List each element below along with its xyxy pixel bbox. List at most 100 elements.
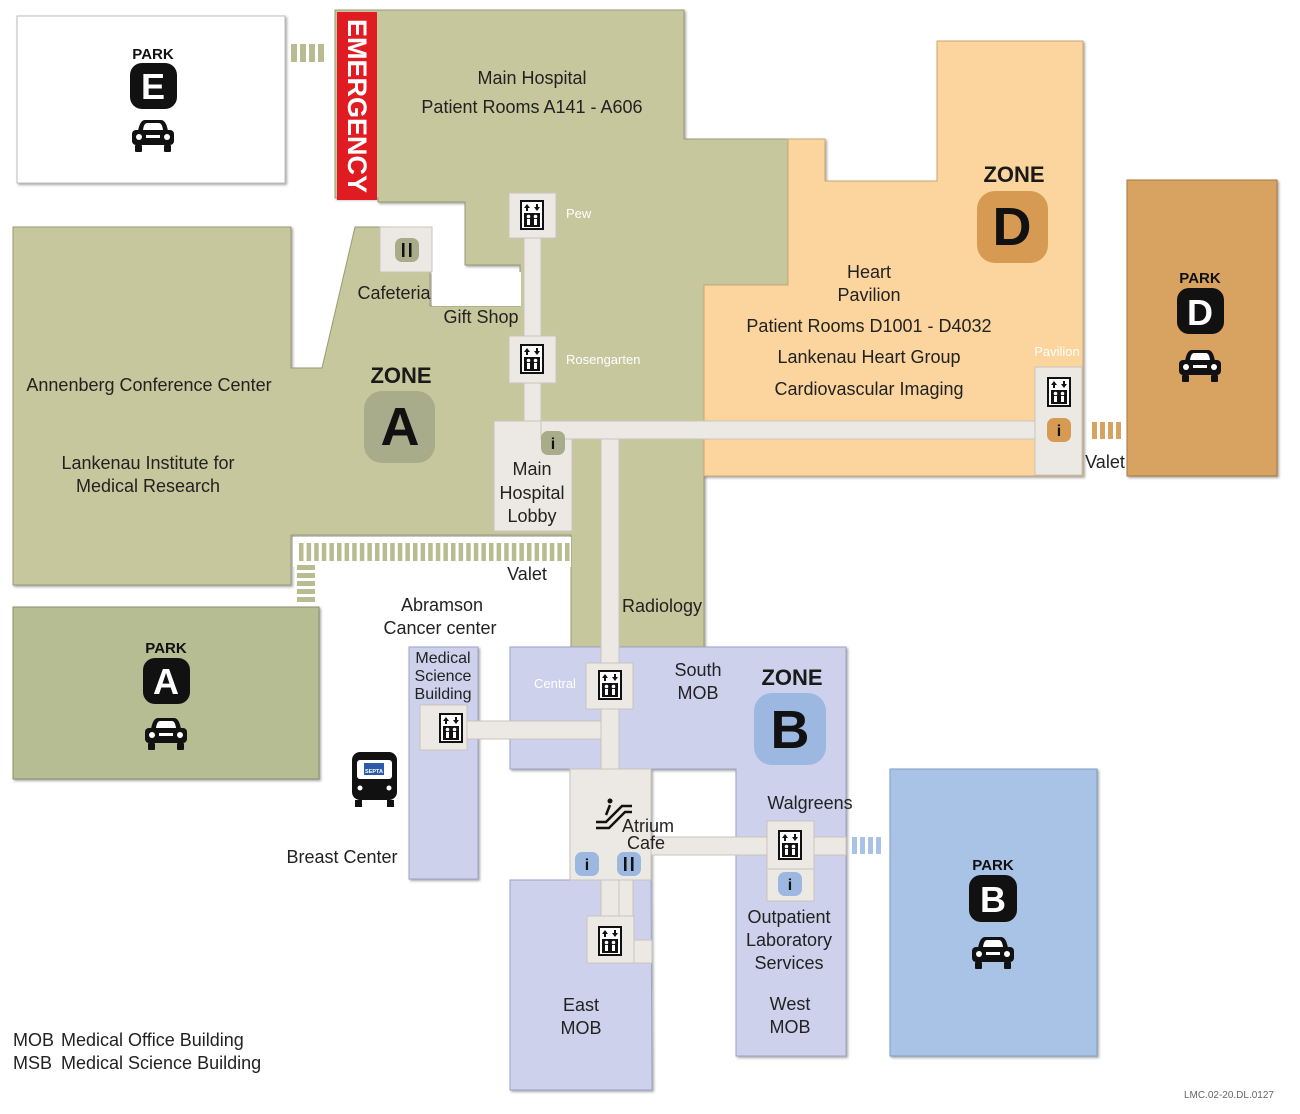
cafeteria-label: Cafeteria — [357, 283, 431, 303]
annenberg-label: Annenberg Conference Center — [26, 375, 271, 395]
map-labels: Main Hospital Patient Rooms A141 - A606 … — [26, 68, 1124, 1038]
parking-b[interactable]: PARK B — [889, 768, 1098, 1057]
walkway-stripe — [405, 543, 410, 561]
south-mob-line2: MOB — [677, 683, 718, 703]
food-icon[interactable] — [395, 238, 419, 262]
atrium-line2: Cafe — [627, 833, 665, 853]
parking-e[interactable]: PARK E — [16, 15, 286, 184]
east-mob-line2: MOB — [560, 1018, 601, 1038]
walkway-e — [291, 44, 324, 62]
parking-a[interactable]: PARK A — [12, 606, 320, 780]
walkway-stripe — [466, 543, 471, 561]
elevator-icon-east[interactable] — [598, 926, 622, 956]
emergency-entrance[interactable]: EMERGENCY — [337, 12, 377, 200]
heart-pavilion-line2: Pavilion — [837, 285, 900, 305]
bus-icon[interactable]: SEPTA — [352, 752, 397, 807]
emergency-label: EMERGENCY — [342, 19, 372, 193]
elevator-icon-msb[interactable] — [439, 713, 463, 743]
outpatient-line3: Services — [754, 953, 823, 973]
elevator-icon-pew[interactable] — [520, 200, 544, 230]
walkway-stripe — [519, 543, 524, 561]
breast-center-label: Breast Center — [286, 847, 397, 867]
park-d-letter: D — [1187, 292, 1213, 333]
walkway-stripe — [344, 543, 350, 561]
parking-d[interactable]: PARK D — [1126, 179, 1278, 477]
abramson-line1: Abramson — [401, 595, 483, 615]
walkway-stripe — [390, 543, 395, 561]
walkway-stripe — [481, 543, 486, 561]
msb-line3: Building — [415, 686, 472, 703]
food-icon[interactable] — [617, 852, 641, 876]
main-lobby-line1: Main — [512, 459, 551, 479]
outpatient-line2: Laboratory — [746, 930, 832, 950]
pavilion-label: Pavilion — [1034, 344, 1080, 359]
svg-text:i: i — [585, 857, 589, 874]
svg-text:i: i — [551, 436, 555, 453]
main-lobby-line2: Hospital — [499, 483, 564, 503]
walkway-stripe — [306, 543, 312, 561]
walkway-stripe — [458, 543, 464, 561]
elevator-icon-central[interactable] — [598, 670, 622, 700]
park-b-badge — [969, 875, 1017, 922]
walkway-stripe — [549, 543, 555, 561]
svg-text:i: i — [788, 877, 792, 894]
legend-text-mob: Medical Office Building — [61, 1030, 244, 1050]
patient-rooms-d-label: Patient Rooms D1001 - D4032 — [746, 316, 991, 336]
elevator-icon-rosengarten[interactable] — [520, 344, 544, 374]
walkway-stripe — [542, 543, 547, 561]
south-mob-line1: South — [674, 660, 721, 680]
walkway-stripe — [420, 543, 426, 561]
zone-b-marker: ZONE B — [754, 665, 826, 765]
valet-d-label: Valet — [1085, 452, 1125, 472]
walkway-stripe — [489, 543, 494, 561]
pew-label: Pew — [566, 206, 592, 221]
msb-line2: Science — [415, 668, 472, 685]
elevator-icon-pavilion[interactable] — [1047, 377, 1071, 407]
walkway-stripe — [329, 543, 334, 561]
atrium-line1: Atrium — [622, 816, 674, 836]
zone-a-word: ZONE — [370, 363, 431, 388]
legend: MOB Medical Office Building MSB Medical … — [13, 1030, 261, 1073]
lankenau-institute-line2: Medical Research — [76, 476, 220, 496]
svg-text:i: i — [1057, 423, 1061, 440]
walkway-stripe — [314, 543, 319, 561]
park-a-badge — [143, 658, 190, 704]
park-d-badge — [1177, 288, 1224, 334]
walkway-stripe — [397, 543, 403, 561]
legend-abbr-mob: MOB — [13, 1030, 54, 1050]
walkway-stripe — [496, 543, 502, 561]
info-icon[interactable]: i — [778, 872, 802, 896]
info-icon[interactable]: i — [541, 431, 565, 455]
walkway-stripe — [473, 543, 479, 561]
main-lobby-line3: Lobby — [507, 506, 556, 526]
zone-d-word: ZONE — [983, 162, 1044, 187]
walkway-stripe — [428, 543, 433, 561]
cardio-imaging-label: Cardiovascular Imaging — [774, 379, 963, 399]
abramson-line2: Cancer center — [383, 618, 496, 638]
footer-code: LMC.02-20.DL.0127 — [1184, 1090, 1274, 1101]
heart-group-label: Lankenau Heart Group — [777, 347, 960, 367]
walkway-stripe — [382, 543, 388, 561]
legend-text-msb: Medical Science Building — [61, 1053, 261, 1073]
walkway-stripe — [413, 543, 418, 561]
walkway-stripe — [511, 543, 517, 561]
park-d-word: PARK — [1179, 270, 1221, 287]
radiology-label: Radiology — [622, 596, 702, 616]
zone-a-marker: ZONE A — [364, 363, 435, 463]
walkway-stripe — [504, 543, 509, 561]
info-icon[interactable]: i — [1047, 418, 1071, 442]
zone-b-letter: B — [771, 700, 810, 760]
info-icon[interactable]: i — [575, 852, 599, 876]
west-mob-line2: MOB — [769, 1017, 810, 1037]
elevator-icon-walgreens[interactable] — [778, 830, 802, 860]
escalator-icon[interactable] — [596, 798, 632, 830]
walkway-a — [293, 537, 571, 603]
legend-abbr-msb: MSB — [13, 1053, 52, 1073]
walkway-stripe — [451, 543, 456, 561]
walkway-stripe — [299, 543, 304, 561]
msb-line1: Medical — [415, 650, 470, 667]
park-a-word: PARK — [145, 640, 187, 657]
walkway-d — [1092, 422, 1121, 439]
main-hospital-label: Main Hospital — [477, 68, 586, 88]
